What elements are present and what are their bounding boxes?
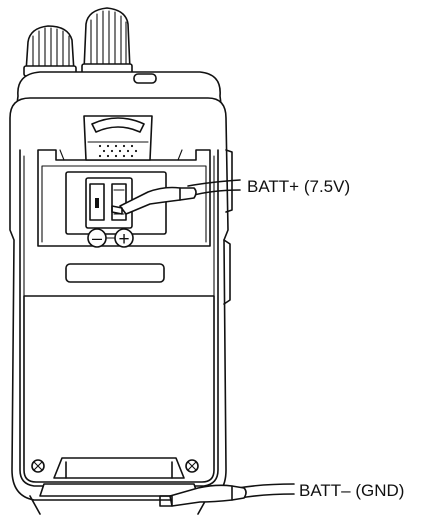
batt-plus-label: BATT+ (7.5V) bbox=[247, 177, 350, 196]
minus-symbol: – bbox=[92, 228, 102, 248]
batt-minus-probe bbox=[159, 483, 295, 507]
back-panel bbox=[23, 263, 215, 483]
right-knob bbox=[81, 7, 133, 75]
left-knob bbox=[23, 25, 77, 77]
bottom-connector bbox=[29, 457, 209, 515]
latch bbox=[83, 115, 153, 161]
batt-minus-label: BATT– (GND) bbox=[299, 481, 404, 500]
slot bbox=[65, 263, 165, 283]
latch-grip-dots bbox=[98, 144, 138, 158]
label-panel bbox=[23, 295, 215, 483]
plus-symbol: + bbox=[118, 229, 129, 250]
battery-contacts bbox=[85, 177, 133, 229]
polarity-markings: – + bbox=[87, 228, 134, 250]
batt-plus-probe bbox=[111, 179, 241, 215]
